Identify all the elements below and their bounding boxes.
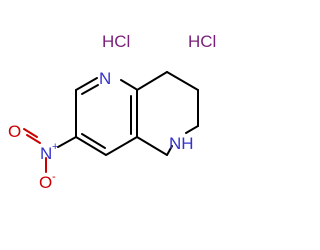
atom-nitro-oxygen-bottom: O [39, 173, 52, 192]
bond-c4-c3-dbl [81, 133, 106, 149]
charge-nitro-minus: - [52, 171, 56, 183]
bond-n1-c8a [120, 79, 137, 90]
bond-nitro-o-top-dbl [26, 134, 41, 144]
atom-nitro-oxygen-top: O [8, 122, 21, 141]
bond-c4a-c4 [105, 136, 138, 156]
atom-nitro-nitrogen: N [40, 144, 52, 163]
charge-nitro-plus: + [52, 141, 58, 153]
bond-c4-c3 [75, 136, 107, 156]
nitro-group [23, 128, 77, 173]
pyridine-ring [75, 77, 138, 156]
atom-ring-nitrogen: N [99, 69, 111, 88]
bond-c6-n [185, 125, 199, 134]
tetrahydro-ring [136, 71, 199, 156]
bond-c8a-c8 [136, 71, 168, 91]
molecule-structure: HCl HCl N NH N + O O - [8, 32, 216, 192]
bond-n-c5 [166, 145, 173, 156]
bond-nitro-o-top [23, 128, 38, 138]
bond-c5-c4a [136, 136, 168, 156]
bond-c8-c7 [166, 71, 199, 91]
salt-hcl-1: HCl [102, 32, 130, 51]
atom-amine-nh: NH [169, 134, 194, 153]
bond-c2-n1-dbl [81, 84, 99, 95]
bond-c3-nitro [57, 136, 77, 148]
bond-c2-n1 [75, 77, 98, 91]
salt-hcl-2: HCl [188, 32, 216, 51]
